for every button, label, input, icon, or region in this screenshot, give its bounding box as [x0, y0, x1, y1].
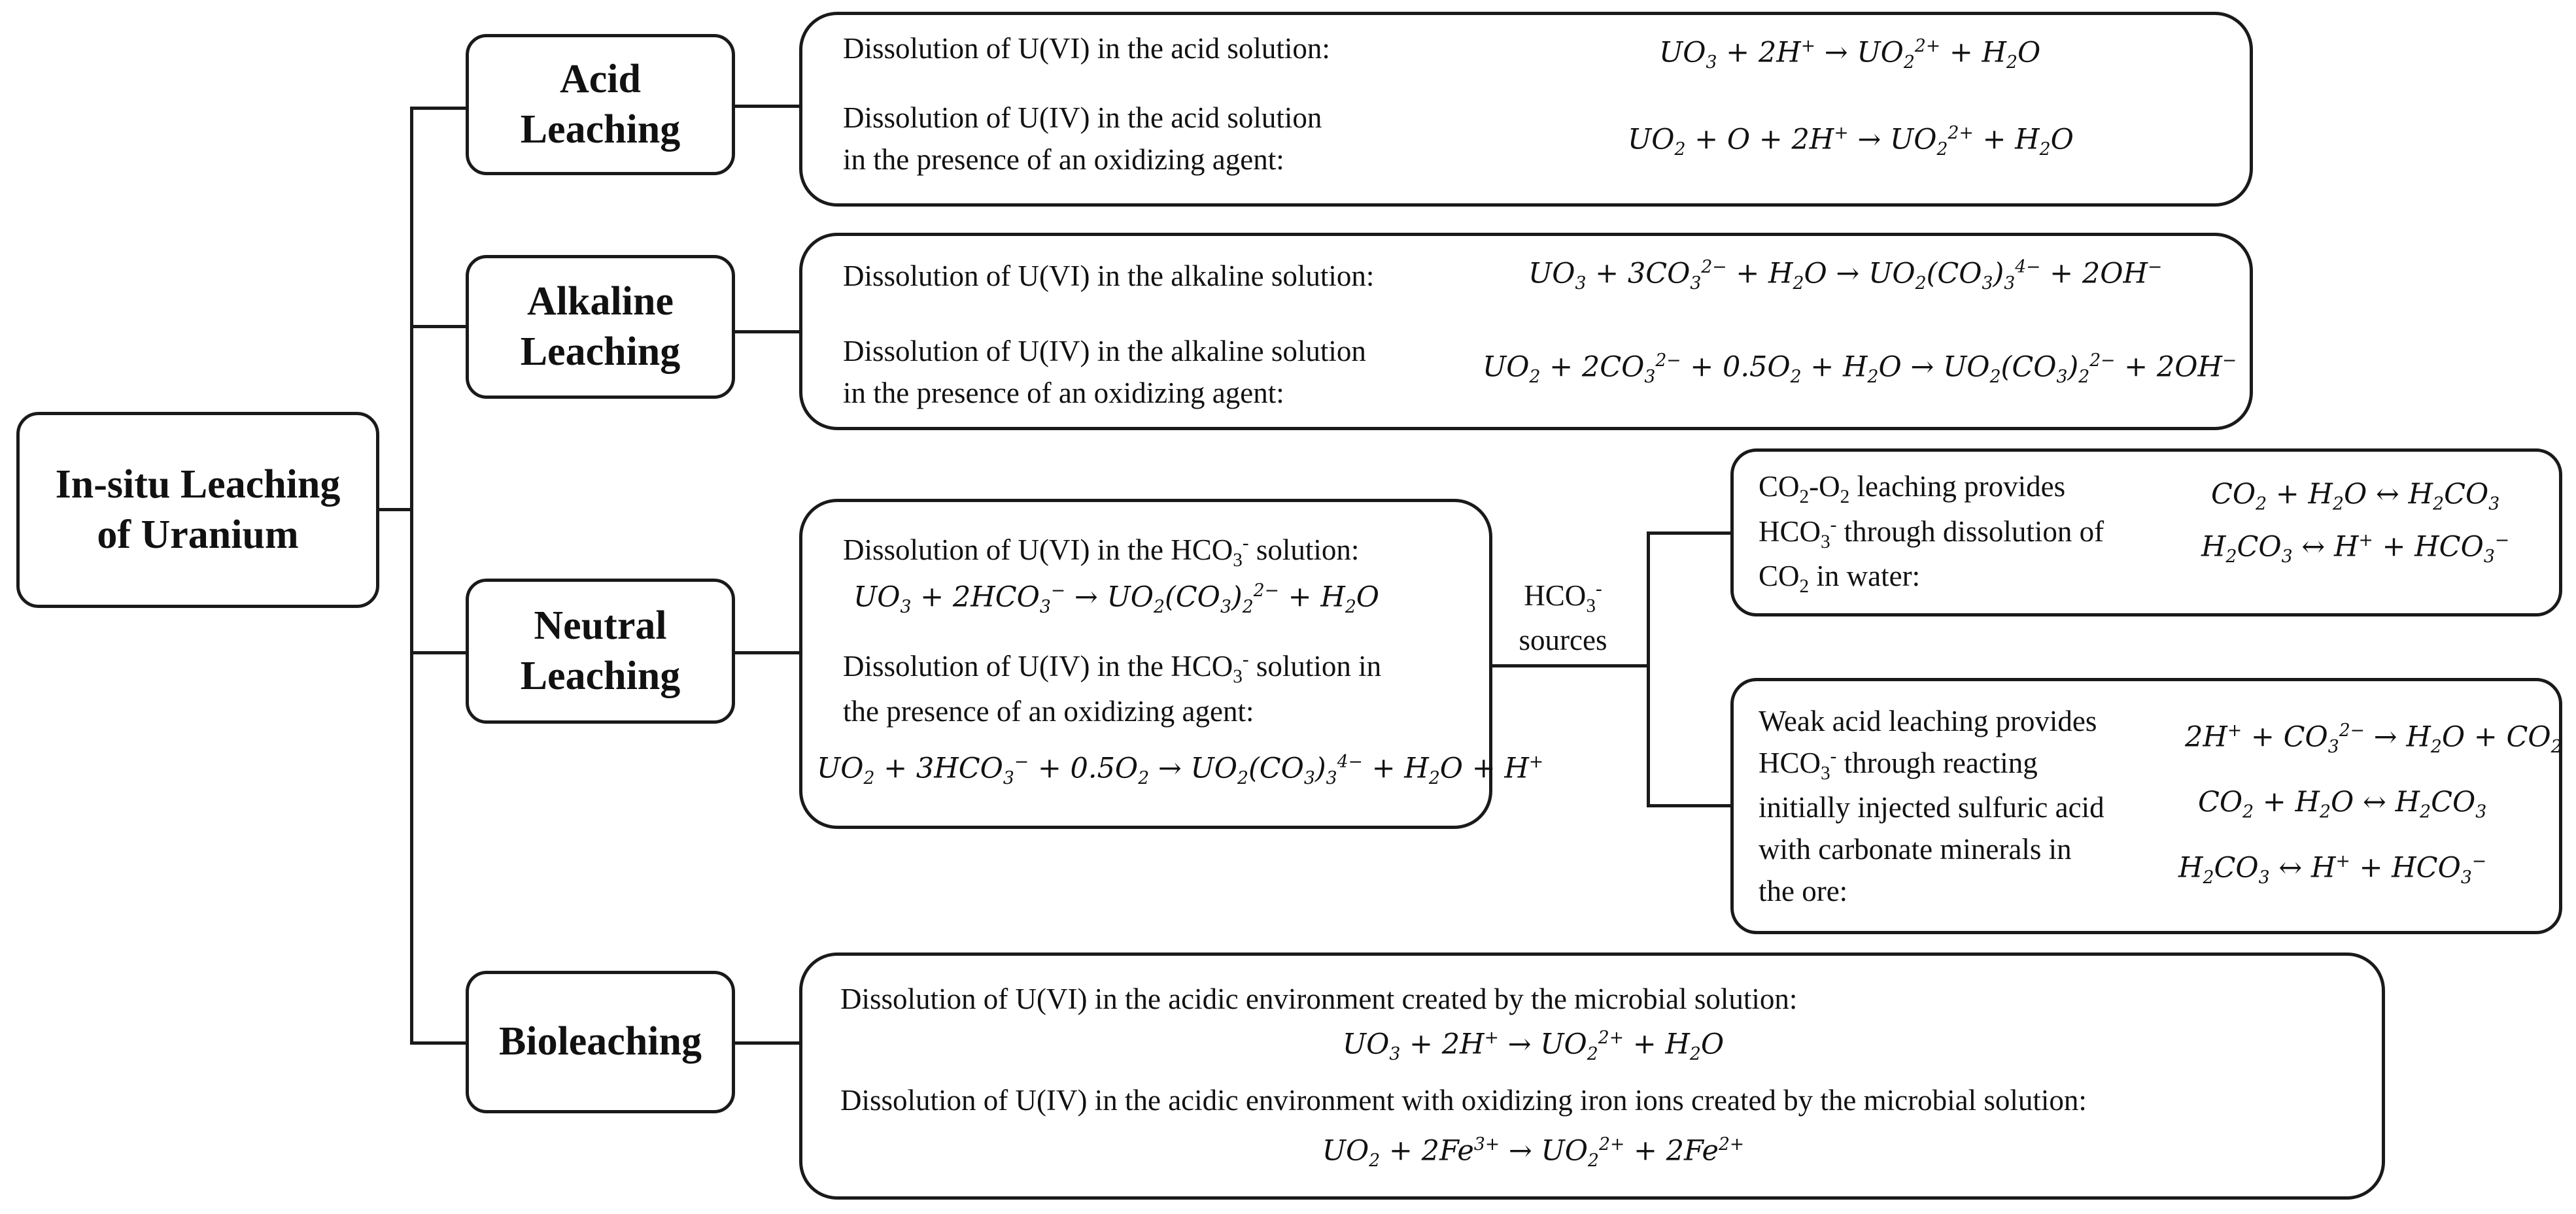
method-acid-line1: Acid: [560, 56, 641, 101]
branch-neutral: [410, 651, 467, 654]
method-neutral: Neutral Leaching: [466, 579, 735, 724]
alkaline-item2-text: Dissolution of U(IV) in the alkaline sol…: [843, 335, 1366, 409]
trunk-line: [410, 107, 413, 1043]
acid-item2-equation: UO2 + O + 2H+ → UO22+ + H2O: [1628, 123, 2074, 160]
link-alkaline-detail: [735, 330, 800, 333]
source-co2-o2-eq1: CO2 + H2O ↔ H2CO3: [2211, 478, 2500, 514]
neutral-item2-equation: UO2 + 3HCO3− + 0.5O2 → UO2(CO3)34− + H2O…: [817, 752, 1544, 788]
method-acid-line2: Leaching: [520, 107, 681, 152]
neutral-item2-text: Dissolution of U(IV) in the HCO3- soluti…: [843, 649, 1382, 728]
alkaline-item2-equation: UO2 + 2CO32− + 0.5O2 + H2O → UO2(CO3)22−…: [1483, 350, 2237, 387]
acid-item2-text: Dissolution of U(IV) in the acid solutio…: [843, 101, 1322, 176]
method-alkaline-line2: Leaching: [520, 329, 681, 374]
method-neutral-line2: Leaching: [520, 654, 681, 698]
bio-item1-equation: UO3 + 2H+ → UO22+ + H2O: [1342, 1028, 1725, 1064]
bio-item1-text: Dissolution of U(VI) in the acidic envir…: [840, 983, 1798, 1015]
hco3-sources-label: HCO3-sources: [1519, 579, 1607, 656]
neutral-detail-box: Dissolution of U(VI) in the HCO3- soluti…: [799, 499, 1543, 829]
sources-vertical: [1647, 531, 1650, 807]
acid-detail-box: Dissolution of U(VI) in the acid solutio…: [799, 12, 2253, 207]
method-bioleaching: Bioleaching: [466, 971, 735, 1113]
bio-item2-text: Dissolution of U(IV) in the acidic envir…: [840, 1084, 2087, 1117]
bio-item2-equation: UO2 + 2Fe3+ → UO22+ + 2Fe2+: [1322, 1134, 1745, 1171]
source-co2-o2-eq2: H2CO3 ↔ H+ + HCO3−: [2201, 530, 2510, 567]
method-alkaline-line1: Alkaline: [527, 278, 674, 324]
alkaline-item1-text: Dissolution of U(VI) in the alkaline sol…: [843, 260, 1375, 292]
acid-item1-text: Dissolution of U(VI) in the acid solutio…: [843, 32, 1330, 65]
root-title-line1: In-situ Leaching: [55, 462, 341, 507]
link-neutral-sources: [1491, 664, 1648, 667]
root-node: In-situ Leaching of Uranium: [16, 412, 379, 608]
method-neutral-line1: Neutral: [534, 603, 667, 648]
branch-acid: [410, 107, 467, 110]
root-title-line2: of Uranium: [97, 513, 299, 557]
bio-detail-box: Dissolution of U(VI) in the acidic envir…: [799, 953, 2385, 1200]
sources-branch-top: [1647, 531, 1732, 535]
method-acid: Acid Leaching: [466, 34, 735, 175]
source-weak-acid-eq1: 2H+ + CO32− → H2O + CO2: [2185, 720, 2562, 757]
method-alkaline: Alkaline Leaching: [466, 255, 735, 399]
method-bioleaching-line1: Bioleaching: [498, 1019, 702, 1064]
alkaline-detail-box: Dissolution of U(VI) in the alkaline sol…: [799, 233, 2253, 430]
sources-branch-bottom: [1647, 804, 1732, 807]
neutral-item1-equation: UO3 + 2HCO3− → UO2(CO3)22− + H2O: [853, 581, 1380, 617]
link-bio-detail: [735, 1041, 800, 1045]
acid-item1-equation: UO3 + 2H+ → UO22+ + H2O: [1659, 36, 2041, 73]
source-weak-acid-eq3: H2CO3 ↔ H+ + HCO3−: [2178, 851, 2487, 888]
alkaline-item1-equation: UO3 + 3CO32− + H2O → UO2(CO3)34− + 2OH−: [1528, 257, 2163, 294]
link-neutral-detail: [735, 651, 800, 654]
root-connector: [379, 508, 412, 511]
source-weak-acid-eq2: CO2 + H2O ↔ H2CO3: [2198, 786, 2487, 822]
neutral-item1-text: Dissolution of U(VI) in the HCO3- soluti…: [843, 533, 1360, 571]
branch-alkaline: [410, 325, 467, 328]
branch-bioleaching: [410, 1041, 467, 1045]
link-acid-detail: [735, 105, 800, 108]
